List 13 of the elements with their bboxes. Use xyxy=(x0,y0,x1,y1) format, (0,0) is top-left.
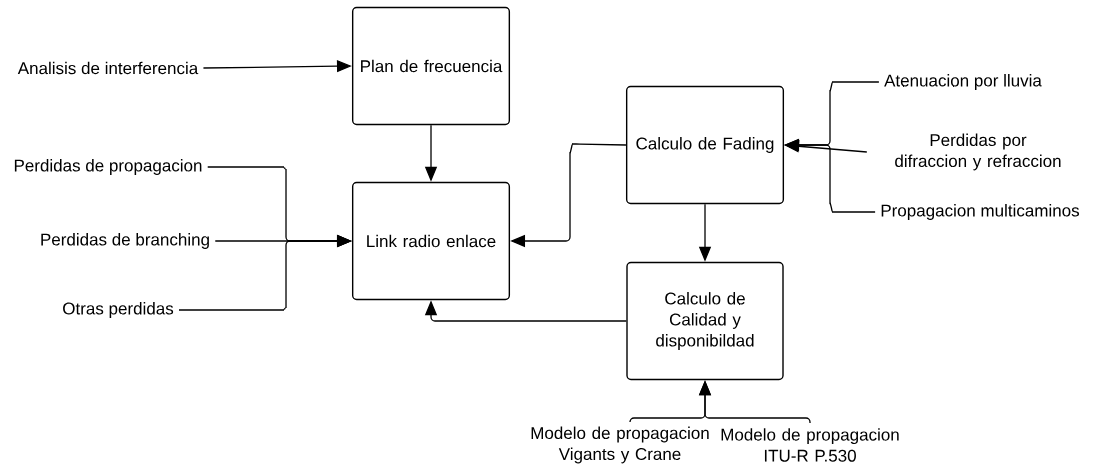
input-label: Modelo de propagacion Vigants y Crane xyxy=(531,426,709,464)
input-label: Analisis de interferencia xyxy=(17,61,199,75)
input-label: Propagacion multicaminos xyxy=(881,204,1079,220)
input-label: Perdidas de propagacion xyxy=(14,159,202,175)
process-box: Plan de frecuencia xyxy=(352,6,511,126)
input-label: Otras perdidas xyxy=(63,302,174,318)
input-label: Perdidas por difraccion y refraccion xyxy=(895,133,1061,171)
process-box: Calculo de Fading xyxy=(625,85,785,205)
process-box: Calculo de Calidad y disponibildad xyxy=(626,261,784,381)
input-label: Modelo de propagacion ITU-R P.530 xyxy=(721,428,899,462)
process-box: Link radio enlace xyxy=(352,181,511,301)
input-label: Perdidas de branching xyxy=(41,233,209,249)
input-label: Atenuacion por lluvia xyxy=(884,74,1042,90)
